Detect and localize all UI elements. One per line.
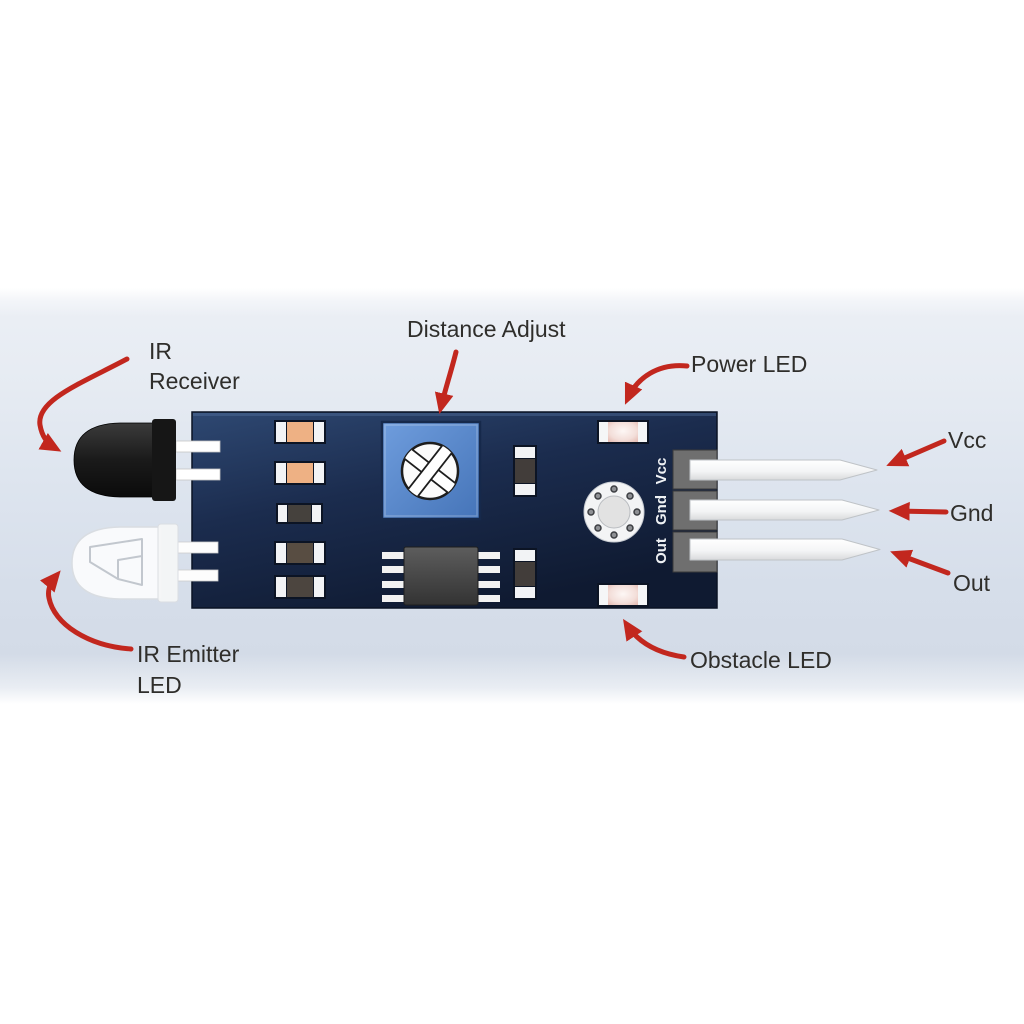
ic-legs	[382, 552, 500, 602]
out-label: Out	[953, 570, 991, 596]
distance-adjust-arrow	[434, 349, 459, 415]
obstacle-led-arrow	[623, 618, 687, 660]
smd-resistor	[274, 575, 326, 599]
ir-receiver-dome	[73, 422, 159, 498]
ir-emitter-internals	[89, 538, 143, 586]
ir-receiver-flange	[152, 419, 176, 501]
smd-capacitor	[513, 445, 537, 497]
out-arrow	[890, 549, 951, 576]
header-pins	[689, 459, 881, 561]
power-led-arrow	[624, 363, 690, 405]
gnd-label: Gnd	[950, 500, 994, 526]
vcc-arrow	[886, 438, 947, 467]
potentiometer	[380, 420, 482, 521]
smd-resistor	[274, 461, 326, 485]
power-led-smd	[597, 420, 649, 444]
mounting-hole	[583, 481, 645, 543]
obstacle-led-label: Obstacle LED	[690, 647, 832, 673]
ir-receiver-led	[73, 419, 221, 501]
obstacle-led-smd	[597, 583, 649, 607]
smd-resistor	[274, 541, 326, 565]
smd-resistor	[274, 420, 326, 444]
ir-emitter-flange	[157, 523, 179, 603]
ir-emitter-led	[71, 523, 219, 603]
ic-body	[403, 546, 479, 606]
vcc-label: Vcc	[948, 427, 987, 453]
potentiometer-slot	[402, 443, 458, 499]
pcb-edge-highlight	[193, 413, 716, 416]
power-led-label: Power LED	[691, 351, 808, 377]
ir-emitter-arrow	[40, 570, 134, 652]
gnd-arrow	[888, 501, 949, 521]
out-pin	[689, 538, 881, 561]
ir-receiver-arrow	[37, 356, 130, 452]
vcc-pin	[689, 459, 878, 481]
smd-resistor	[276, 503, 323, 524]
pin-label-out: Out	[653, 538, 670, 564]
gnd-pin	[689, 499, 880, 521]
distance-adjust-label: Distance Adjust	[407, 316, 566, 342]
ic-chip	[382, 546, 500, 606]
smd-capacitor	[513, 548, 537, 600]
ir-receiver-label: IR Receiver	[149, 338, 240, 394]
pin-label-vcc: Vcc	[653, 458, 670, 485]
pin-label-gnd: Gnd	[653, 495, 670, 525]
ir-emitter-label: IR Emitter LED	[137, 641, 240, 698]
